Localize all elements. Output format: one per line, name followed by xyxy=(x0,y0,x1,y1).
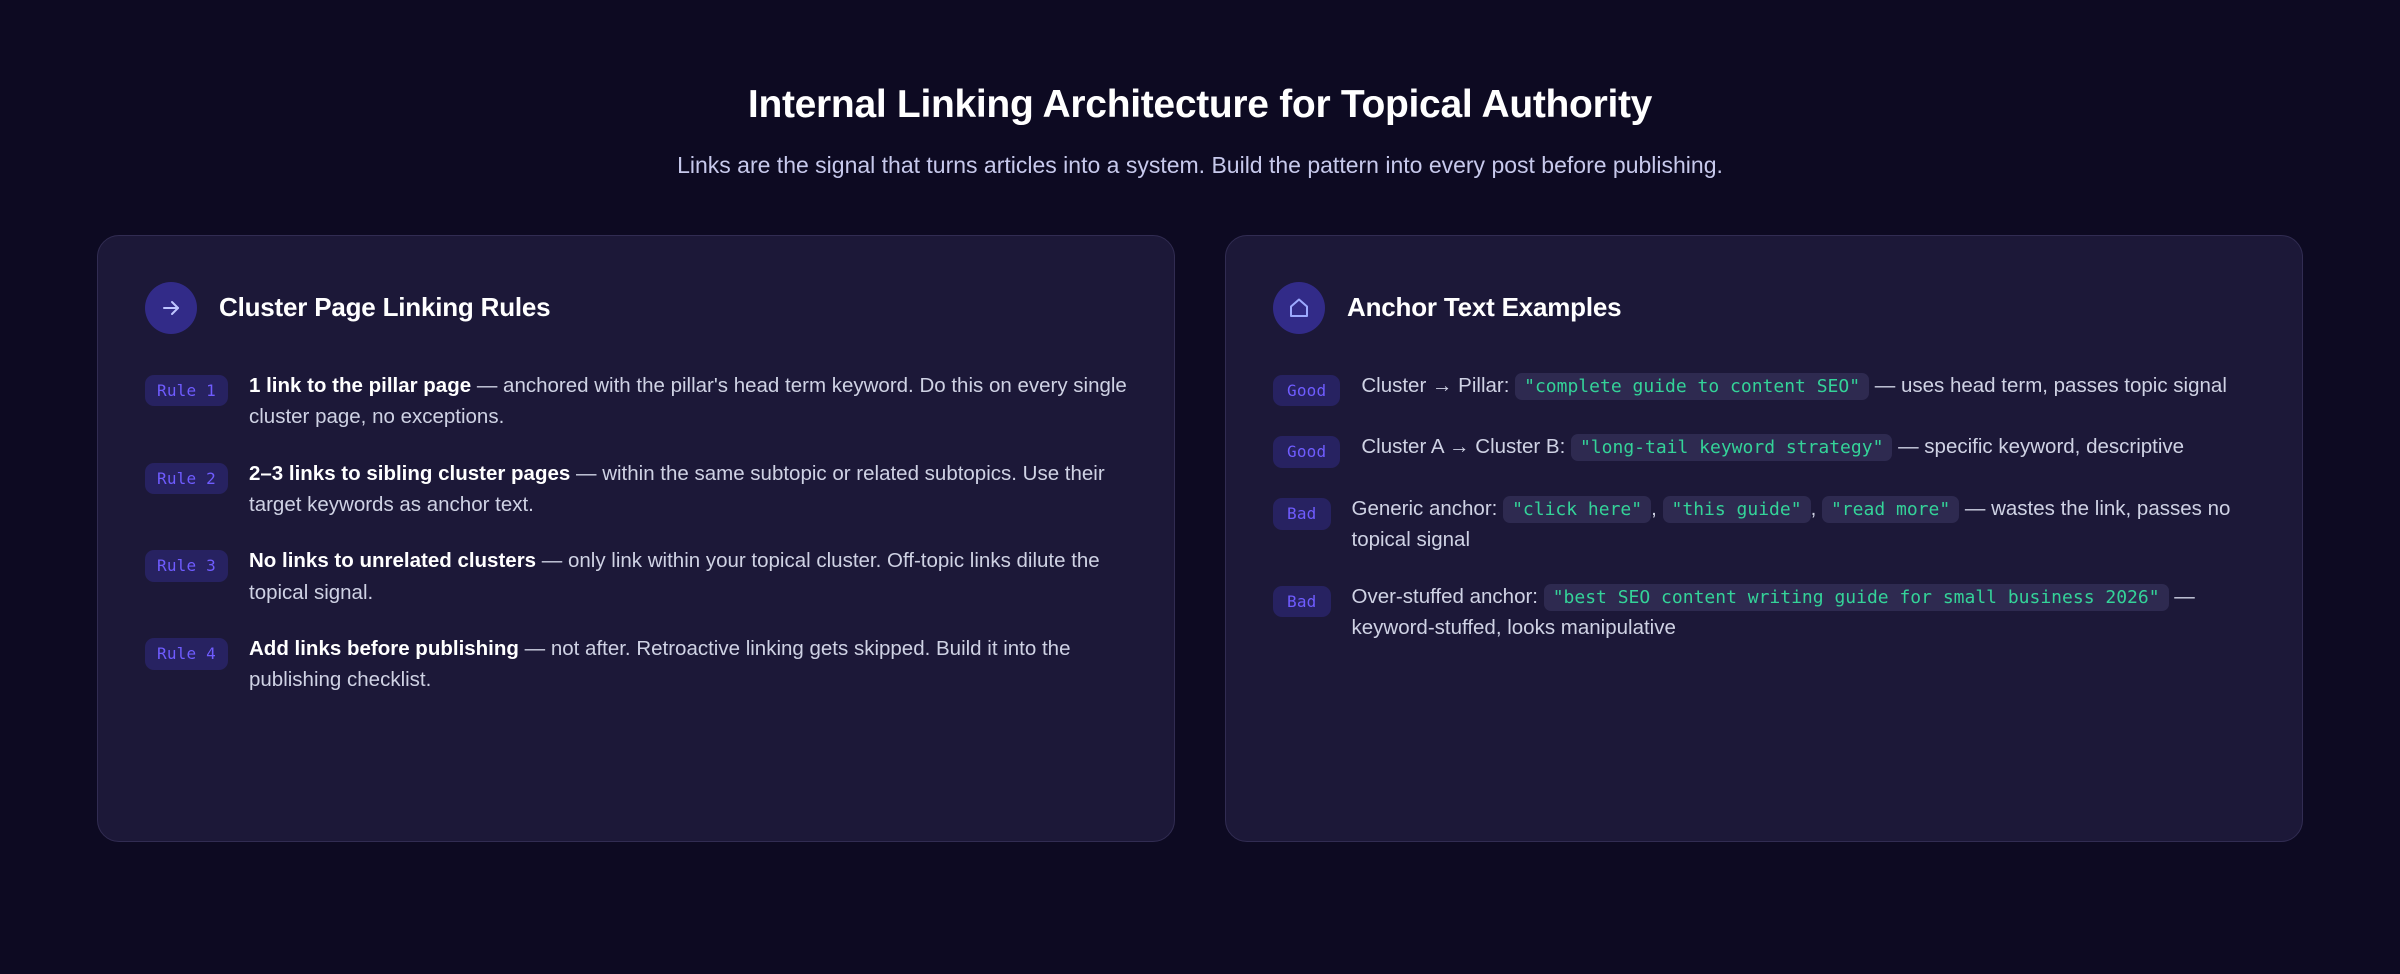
card-cluster-page-linking-rules: Cluster Page Linking Rules Rule 1 1 link … xyxy=(97,234,1175,842)
example-suffix: — keyword-stuffed, looks manipulative xyxy=(1351,584,2195,640)
example-badge: Bad xyxy=(1273,498,1331,530)
examples-list: Good Cluster → Pillar: "complete guide to… xyxy=(1273,370,2255,644)
rule-lead: 1 link to the pillar page xyxy=(249,373,472,397)
example-prefix: Generic anchor: xyxy=(1351,497,1504,521)
anchor-code-chip: "best SEO content writing guide for smal… xyxy=(1543,583,2169,611)
example-text: Over-stuffed anchor: "best SEO content w… xyxy=(1352,581,2256,644)
example-text: Generic anchor: "click here", "this guid… xyxy=(1352,493,2256,556)
rule-badge: Rule 3 xyxy=(145,550,228,582)
example-badge: Good xyxy=(1273,436,1341,469)
example-prefix: Cluster → Pillar: xyxy=(1361,373,1516,397)
example-prefix: Over-stuffed anchor: xyxy=(1351,584,1544,608)
example-text: Cluster → Pillar: "complete guide to con… xyxy=(1361,370,2255,401)
example-row: Bad Over-stuffed anchor: "best SEO conten… xyxy=(1273,581,2255,644)
rule-body: anchored with the pillar's head term key… xyxy=(249,373,1127,429)
rule-row: Rule 4 Add links before publishing — not … xyxy=(145,633,1127,696)
right-card-header: Anchor Text Examples xyxy=(1273,281,2255,334)
rule-text: No links to unrelated clusters — only li… xyxy=(249,545,1127,608)
rules-list: Rule 1 1 link to the pillar page — anchor… xyxy=(145,370,1127,696)
anchor-code-chip: "read more" xyxy=(1821,496,1960,524)
home-icon xyxy=(1273,281,1325,334)
rule-body: within the same subtopic or related subt… xyxy=(249,461,1105,516)
page-header: Internal Linking Architecture for Topica… xyxy=(0,0,2400,181)
rule-body: not after. Retroactive linking gets skip… xyxy=(249,637,1071,692)
rule-badge: Rule 2 xyxy=(145,462,228,495)
rule-body: only link within your topical cluster. O… xyxy=(249,549,1100,604)
page-title: Internal Linking Architecture for Topica… xyxy=(747,83,1653,126)
card-anchor-text-examples: Anchor Text Examples Good Cluster → Pilla… xyxy=(1225,234,2303,842)
example-suffix: — specific keyword, descriptive xyxy=(1892,435,2185,459)
rule-row: Rule 1 1 link to the pillar page — anchor… xyxy=(145,370,1127,433)
rule-lead: No links to unrelated clusters xyxy=(249,549,537,573)
rule-lead: Add links before publishing xyxy=(249,637,519,660)
rule-dash: — xyxy=(536,549,568,573)
anchor-code-chip: "click here" xyxy=(1503,496,1652,524)
example-suffix: — uses head term, passes topic signal xyxy=(1869,373,2227,397)
rule-lead: 2–3 links to sibling cluster pages xyxy=(249,461,571,485)
right-card-title: Anchor Text Examples xyxy=(1347,292,1622,323)
example-row: Bad Generic anchor: "click here", "this g… xyxy=(1273,493,2255,556)
left-card-title: Cluster Page Linking Rules xyxy=(219,292,551,323)
rule-row: Rule 2 2–3 links to sibling cluster pages… xyxy=(145,458,1127,521)
code-separator: , xyxy=(1810,497,1822,521)
rule-text: Add links before publishing — not after.… xyxy=(249,633,1127,696)
cards-container: Cluster Page Linking Rules Rule 1 1 link … xyxy=(0,234,2400,842)
rule-text: 1 link to the pillar page — anchored wit… xyxy=(249,370,1127,433)
example-row: Good Cluster A → Cluster B: "long-tail ke… xyxy=(1273,431,2255,469)
anchor-code-chip: "long-tail keyword strategy" xyxy=(1570,434,1893,462)
rule-dash: — xyxy=(570,461,603,485)
code-separator: , xyxy=(1651,497,1663,521)
rule-badge: Rule 1 xyxy=(145,374,228,407)
example-text: Cluster A → Cluster B: "long-tail keywor… xyxy=(1361,431,2255,462)
rule-row: Rule 3 No links to unrelated clusters — o… xyxy=(145,545,1127,608)
arrow-right-icon xyxy=(145,281,197,334)
rule-dash: — xyxy=(518,637,551,660)
anchor-code-chip: "complete guide to content SEO" xyxy=(1515,372,1870,400)
anchor-code-chip: "this guide" xyxy=(1662,496,1811,524)
rule-text: 2–3 links to sibling cluster pages — wit… xyxy=(249,458,1127,521)
example-prefix: Cluster A → Cluster B: xyxy=(1361,435,1571,459)
rule-dash: — xyxy=(471,373,504,397)
example-badge: Bad xyxy=(1273,585,1331,618)
left-card-header: Cluster Page Linking Rules xyxy=(145,281,1127,334)
example-suffix: — wastes the link, passes no topical sig… xyxy=(1351,497,2231,552)
rule-badge: Rule 4 xyxy=(145,638,228,670)
example-row: Good Cluster → Pillar: "complete guide to… xyxy=(1273,370,2255,407)
page-subtitle: Links are the signal that turns articles… xyxy=(677,151,1723,178)
example-badge: Good xyxy=(1273,374,1341,407)
